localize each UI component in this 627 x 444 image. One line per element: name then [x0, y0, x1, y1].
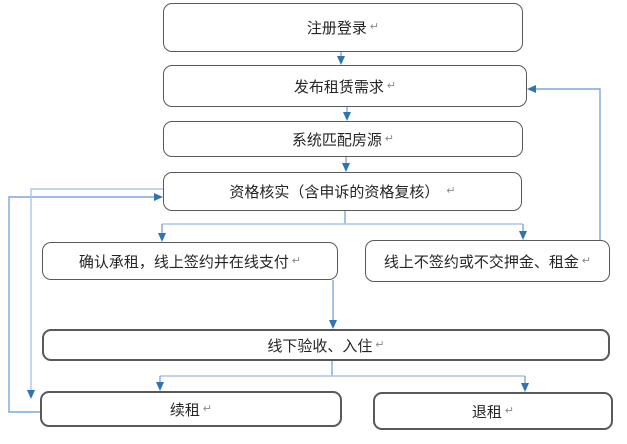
edge-renew-to-verify	[8, 193, 163, 413]
paragraph-mark: ↵	[384, 132, 395, 145]
node-qualification-verification: 资格核实（含申诉的资格复核） ↵	[163, 172, 522, 211]
node-label: 线上不签约或不交押金、租金	[383, 254, 579, 271]
node-no-sign-or-no-deposit: 线上不签约或不交押金、租金↵	[365, 240, 610, 282]
paragraph-mark: ↵	[291, 254, 302, 267]
node-terminate-lease: 退租↵	[373, 392, 613, 430]
edge-nosign-to-publish	[527, 85, 601, 240]
node-system-match-housing: 系统匹配房源↵	[163, 121, 523, 157]
node-label: 退租	[471, 404, 502, 421]
edge-verify-to-renew	[27, 188, 163, 399]
node-publish-rental-demand: 发布租赁需求↵	[163, 65, 527, 107]
node-label: 系统匹配房源	[291, 132, 382, 149]
node-offline-acceptance-checkin: 线下验收、入住↵	[42, 329, 610, 361]
node-label: 线下验收、入住	[267, 338, 373, 355]
paragraph-mark: ↵	[504, 404, 515, 417]
paragraph-mark: ↵	[386, 79, 397, 92]
node-label: 发布租赁需求	[293, 79, 384, 96]
node-label: 续租	[169, 402, 200, 419]
node-label: 注册登录	[306, 21, 367, 37]
paragraph-mark: ↵	[369, 21, 380, 33]
paragraph-mark: ↵	[446, 185, 456, 197]
node-confirm-lease-sign-pay-online: 确认承租，线上签约并在线支付↵	[42, 242, 338, 280]
paragraph-mark: ↵	[375, 338, 385, 351]
node-register-login: 注册登录↵	[163, 3, 523, 52]
paragraph-mark: ↵	[202, 402, 213, 415]
node-label: 资格核实（含申诉的资格复核）	[229, 185, 440, 201]
paragraph-mark: ↵	[581, 254, 592, 267]
node-label: 确认承租，线上签约并在线支付	[78, 254, 289, 271]
node-renew-lease: 续租↵	[40, 391, 342, 427]
